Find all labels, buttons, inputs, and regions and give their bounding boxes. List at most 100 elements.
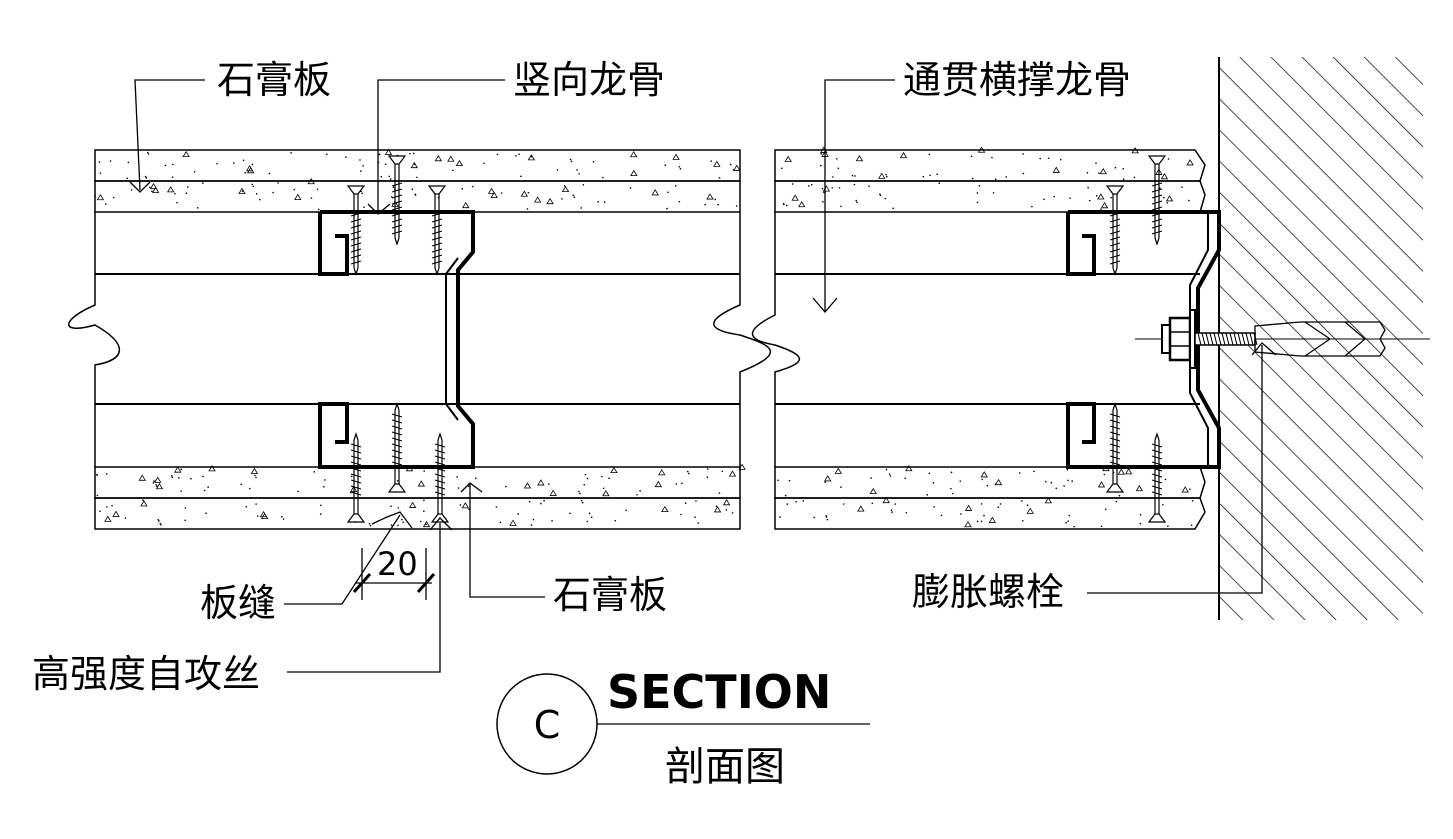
aggregate-dot <box>461 188 464 190</box>
aggregate-dot <box>369 524 372 527</box>
aggregate-triangle <box>384 148 393 155</box>
aggregate-dot <box>725 509 728 511</box>
aggregate-triangle <box>307 177 315 185</box>
aggregate-dot <box>496 153 499 156</box>
aggregate-triangle <box>447 155 455 162</box>
aggregate-dot <box>697 522 699 524</box>
aggregate-dot <box>976 192 979 194</box>
aggregate-triangle <box>462 201 470 209</box>
aggregate-dot <box>126 177 129 180</box>
aggregate-dot <box>363 206 365 208</box>
aggregate-dot <box>532 518 535 521</box>
aggregate-dot <box>569 512 571 515</box>
aggregate-dot <box>840 205 842 208</box>
aggregate-triangle <box>434 155 443 162</box>
aggregate-dot <box>1181 186 1183 189</box>
aggregate-dot <box>788 479 791 482</box>
aggregate-dot <box>268 172 271 175</box>
aggregate-triangle <box>672 153 680 160</box>
aggregate-triangle <box>905 465 913 472</box>
aggregate-triangle <box>602 489 610 497</box>
aggregate-dot <box>185 192 188 194</box>
aggregate-dot <box>1068 514 1071 517</box>
aggregate-dot <box>528 500 531 503</box>
aggregate-dot <box>625 509 627 512</box>
aggregate-triangle <box>654 480 663 488</box>
aggregate-dot <box>823 191 825 194</box>
aggregate-dot <box>174 192 176 195</box>
aggregate-dot <box>390 196 393 198</box>
aggregate-dot <box>551 520 553 522</box>
aggregate-dot <box>573 196 576 199</box>
aggregate-dot <box>415 176 418 179</box>
aggregate-dot <box>1167 525 1169 527</box>
screw <box>430 432 450 523</box>
aggregate-dot <box>639 490 641 492</box>
aggregate-triangle <box>250 467 259 474</box>
aggregate-dot <box>151 190 153 193</box>
aggregate-dot <box>704 203 706 206</box>
aggregate-dot <box>452 169 454 172</box>
aggregate-dot <box>255 476 257 479</box>
aggregate-dot <box>936 173 939 176</box>
aggregate-dot <box>457 487 460 489</box>
aggregate-dot <box>1110 196 1112 199</box>
aggregate-dot <box>1087 186 1089 189</box>
aggregate-dot <box>323 485 325 488</box>
aggregate-dot <box>1031 205 1033 208</box>
aggregate-triangle <box>857 505 865 512</box>
screw <box>1147 432 1167 523</box>
aggregate-dot <box>146 151 149 154</box>
aggregate-dot <box>731 512 734 514</box>
aggregate-dot <box>855 199 858 202</box>
aggregate-dot <box>824 481 826 484</box>
aggregate-dot <box>1103 473 1106 476</box>
aggregate-dot <box>180 468 183 471</box>
aggregate-dot <box>871 502 874 505</box>
screw <box>387 155 407 246</box>
aggregate-dot <box>629 187 632 189</box>
aggregate-dot <box>518 153 520 155</box>
aggregate-dot <box>1071 480 1073 482</box>
aggregate-dot <box>272 191 274 194</box>
aggregate-triangle <box>610 466 618 474</box>
aggregate-dot <box>104 203 107 206</box>
label-gypsum-board-top: 石膏板 <box>217 58 331 102</box>
aggregate-dot <box>1189 488 1191 490</box>
aggregate-dot <box>362 165 364 167</box>
aggregate-dot <box>1021 500 1023 502</box>
aggregate-dot <box>255 503 257 505</box>
aggregate-dot <box>310 197 313 199</box>
aggregate-dot <box>891 511 893 513</box>
aggregate-dot <box>608 477 610 480</box>
aggregate-dot <box>1122 178 1125 180</box>
aggregate-dot <box>586 520 589 523</box>
aggregate-dot <box>838 187 841 189</box>
aggregate-dot <box>889 475 892 477</box>
aggregate-dot <box>293 188 296 191</box>
aggregate-dot <box>783 203 785 206</box>
aggregate-triangle <box>138 474 146 481</box>
left-wall-segment <box>68 149 772 530</box>
aggregate-dot <box>970 155 973 158</box>
gypsum-board-top-right <box>774 149 1206 182</box>
aggregate-dot <box>251 183 253 186</box>
gypsum-board-top-inner <box>94 180 741 213</box>
aggregate-dot <box>777 479 779 482</box>
aggregate-triangle <box>713 160 721 167</box>
aggregate-dot <box>397 507 400 509</box>
aggregate-dot <box>156 485 158 487</box>
aggregate-dot <box>717 203 719 206</box>
aggregate-dot <box>579 492 581 495</box>
aggregate-triangle <box>546 197 554 205</box>
aggregate-dot <box>147 153 150 155</box>
aggregate-dot <box>530 524 533 526</box>
aggregate-triangle <box>980 471 988 478</box>
aggregate-dot <box>158 520 160 522</box>
aggregate-dot <box>316 188 319 191</box>
aggregate-dot <box>392 186 395 189</box>
aggregate-triangle <box>1124 468 1133 475</box>
aggregate-dot <box>390 524 393 526</box>
aggregate-triangle <box>1160 173 1169 180</box>
aggregate-triangle <box>738 463 746 470</box>
